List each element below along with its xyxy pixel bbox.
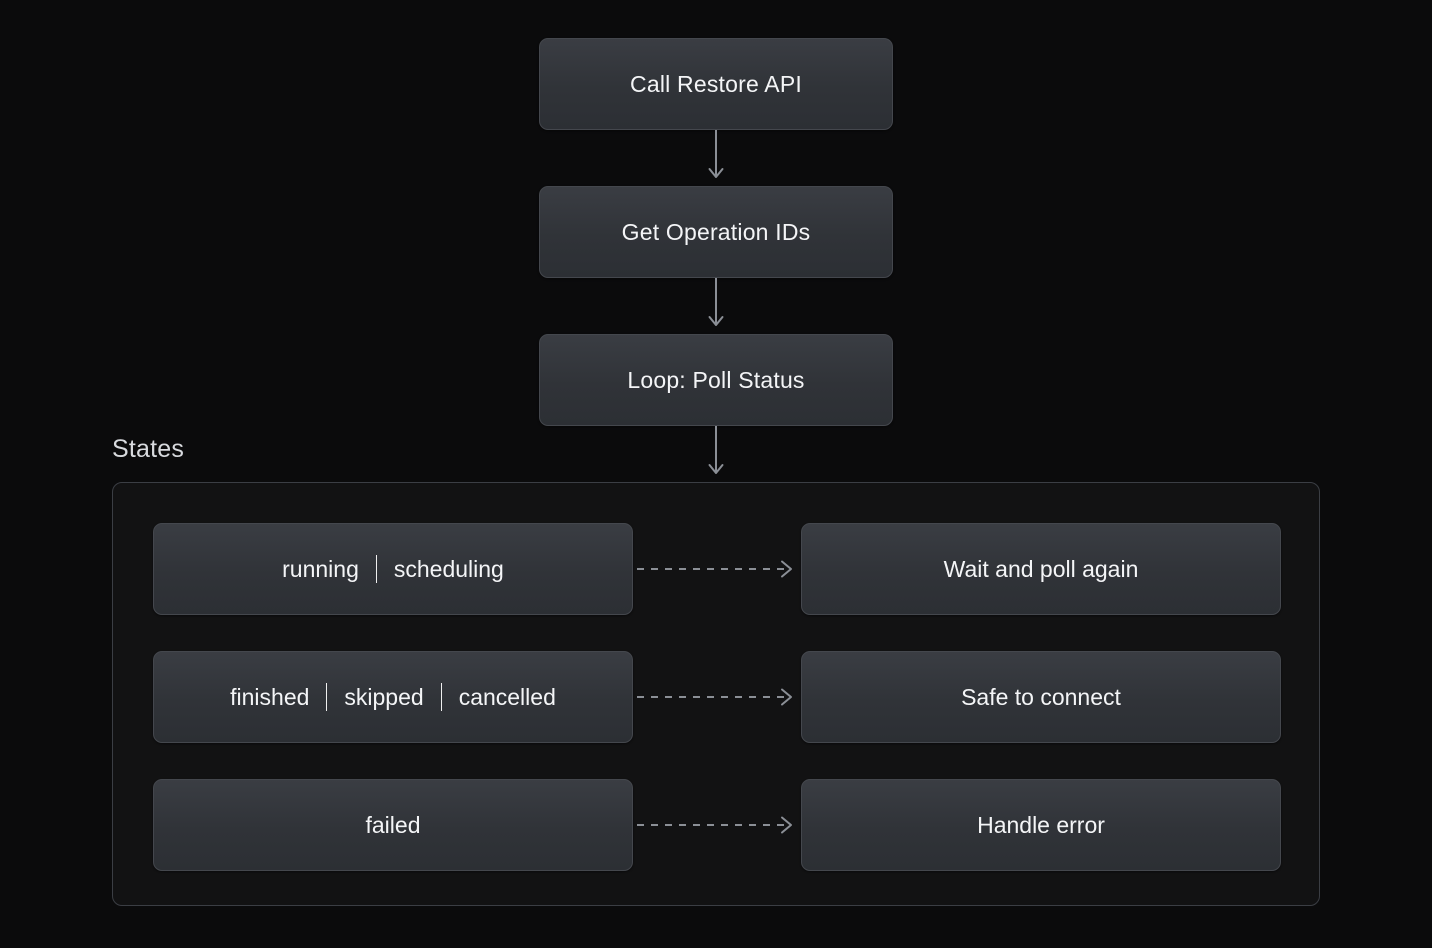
- connector-arrow-dashed-3: [637, 809, 803, 841]
- state-node-finished-skipped-cancelled[interactable]: finished skipped cancelled: [153, 651, 633, 743]
- connector-arrow-down-2: [704, 278, 728, 334]
- state-label: running: [282, 555, 359, 582]
- state-label: failed: [365, 811, 421, 838]
- state-separator: [375, 555, 377, 583]
- connector-arrow-dashed-1: [637, 553, 803, 585]
- node-label: Loop: Poll Status: [627, 366, 805, 393]
- action-label: Safe to connect: [961, 683, 1121, 710]
- states-group-container: running scheduling Wait and poll again f…: [112, 482, 1320, 906]
- states-group-title: States: [112, 435, 185, 463]
- state-separator: [440, 683, 442, 711]
- node-label: Get Operation IDs: [621, 218, 811, 245]
- connector-arrow-down-3: [704, 426, 728, 482]
- state-row: failed Handle error: [113, 779, 1319, 871]
- state-label: skipped: [344, 683, 424, 710]
- action-node-wait-and-poll-again[interactable]: Wait and poll again: [801, 523, 1281, 615]
- state-row: running scheduling Wait and poll again: [113, 523, 1319, 615]
- state-row: finished skipped cancelled Safe to conne…: [113, 651, 1319, 743]
- node-label: Call Restore API: [630, 70, 802, 97]
- action-node-handle-error[interactable]: Handle error: [801, 779, 1281, 871]
- state-label: scheduling: [393, 555, 504, 582]
- state-node-running-scheduling[interactable]: running scheduling: [153, 523, 633, 615]
- node-call-restore-api[interactable]: Call Restore API: [539, 38, 893, 130]
- node-get-operation-ids[interactable]: Get Operation IDs: [539, 186, 893, 278]
- connector-arrow-down-1: [704, 130, 728, 186]
- state-label: finished: [230, 683, 310, 710]
- state-label: cancelled: [458, 683, 556, 710]
- node-loop-poll-status[interactable]: Loop: Poll Status: [539, 334, 893, 426]
- state-node-failed[interactable]: failed: [153, 779, 633, 871]
- state-separator: [326, 683, 328, 711]
- action-label: Wait and poll again: [943, 555, 1139, 582]
- connector-arrow-dashed-2: [637, 681, 803, 713]
- action-label: Handle error: [977, 811, 1105, 838]
- action-node-safe-to-connect[interactable]: Safe to connect: [801, 651, 1281, 743]
